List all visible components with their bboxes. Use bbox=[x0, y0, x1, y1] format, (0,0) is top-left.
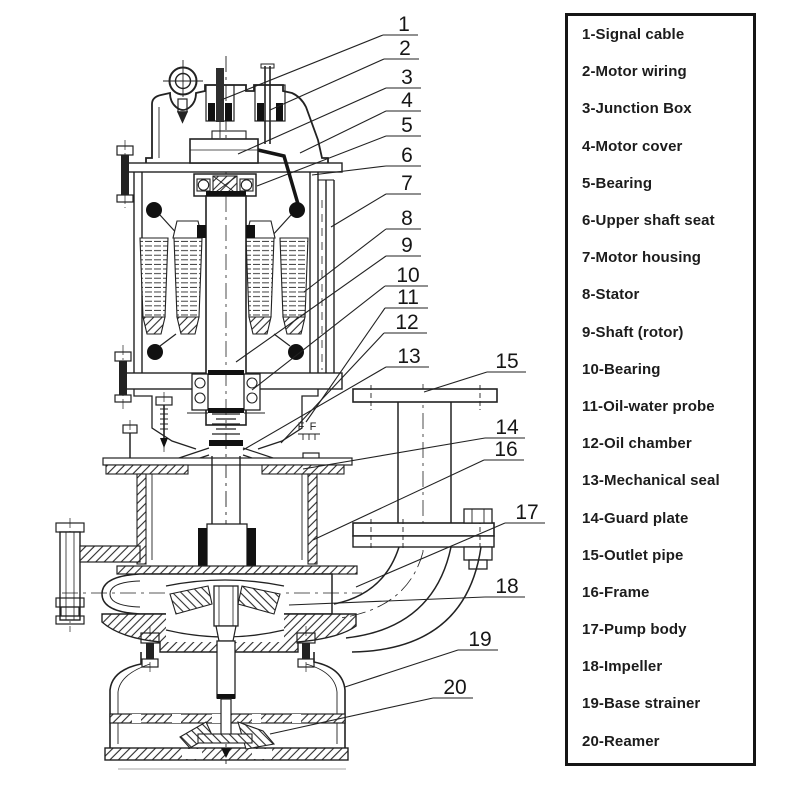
legend-item-label: 14-Guard plate bbox=[582, 509, 689, 527]
legend-item-label: 6-Upper shaft seat bbox=[582, 212, 715, 230]
callout-label-19: 19 bbox=[468, 628, 491, 651]
legend-item-label: 4-Motor cover bbox=[582, 137, 683, 155]
outlet-pipe bbox=[352, 384, 498, 570]
callout-labels: 1 2 3 4 5 6 7 8 9 10 11 12 13 15 14 16 1… bbox=[298, 13, 539, 699]
callout-label-8: 8 bbox=[401, 207, 413, 230]
legend-item-10: 10-Bearing bbox=[568, 351, 753, 388]
callout-label-14: 14 bbox=[495, 416, 519, 439]
callout-leaders bbox=[220, 34, 545, 735]
legend-item-11: 11-Oil-water probe bbox=[568, 388, 753, 425]
legend-item-20: 20-Reamer bbox=[568, 723, 753, 760]
legend-item-label: 12-Oil chamber bbox=[582, 435, 692, 453]
callout-label-6: 6 bbox=[401, 144, 413, 167]
callout-label-17: 17 bbox=[515, 501, 538, 524]
legend-item-label: 18-Impeller bbox=[582, 658, 663, 676]
legend-item-label: 8-Stator bbox=[582, 286, 640, 304]
stator bbox=[139, 202, 309, 360]
legend-item-label: 7-Motor housing bbox=[582, 249, 701, 267]
oil-chamber bbox=[133, 389, 319, 452]
tie-rod-bolt-lower bbox=[114, 345, 132, 410]
callout-label-15: 15 bbox=[495, 350, 518, 373]
legend-item-label: 2-Motor wiring bbox=[582, 63, 687, 81]
callout-label-13: 13 bbox=[397, 345, 420, 368]
legend-item-8: 8-Stator bbox=[568, 276, 753, 313]
callout-label-9: 9 bbox=[401, 234, 413, 257]
lifting-eye bbox=[163, 60, 203, 124]
legend-item-9: 9-Shaft (rotor) bbox=[568, 314, 753, 351]
legend-item-3: 3-Junction Box bbox=[568, 90, 753, 127]
legend-item-label: 9-Shaft (rotor) bbox=[582, 323, 684, 341]
shaft-rotor bbox=[197, 191, 255, 426]
legend-item-label: 11-Oil-water probe bbox=[582, 397, 715, 415]
legend-item-18: 18-Impeller bbox=[568, 648, 753, 685]
legend-item-16: 16-Frame bbox=[568, 574, 753, 611]
legend-item-label: 15-Outlet pipe bbox=[582, 546, 684, 564]
callout-label-20: 20 bbox=[443, 676, 466, 699]
legend-item-14: 14-Guard plate bbox=[568, 499, 753, 536]
callout-label-10: 10 bbox=[396, 264, 419, 287]
callout-label-2: 2 bbox=[399, 37, 411, 60]
legend-item-label: 20-Reamer bbox=[582, 732, 660, 750]
frame bbox=[131, 473, 323, 565]
motor-wiring bbox=[254, 63, 300, 205]
lower-bearing bbox=[187, 370, 265, 414]
callout-label-16: 16 bbox=[494, 438, 517, 461]
legend-item-4: 4-Motor cover bbox=[568, 128, 753, 165]
callout-label-18: 18 bbox=[495, 575, 518, 598]
impeller bbox=[165, 576, 285, 642]
tie-rod-bolt-upper bbox=[116, 140, 134, 208]
legend-item-label: 1-Signal cable bbox=[582, 26, 685, 44]
legend-item-19: 19-Base strainer bbox=[568, 685, 753, 722]
legend-item-label: 5-Bearing bbox=[582, 174, 653, 192]
legend-item-label: 3-Junction Box bbox=[582, 100, 692, 118]
junction-box bbox=[189, 130, 259, 164]
discharge-elbow bbox=[333, 546, 482, 653]
callout-label-4: 4 bbox=[401, 89, 413, 112]
callout-label-5: 5 bbox=[401, 114, 413, 137]
legend-item-1: 1-Signal cable bbox=[568, 16, 753, 53]
legend-item-label: 10-Bearing bbox=[582, 360, 661, 378]
callout-label-12: 12 bbox=[395, 311, 418, 334]
probe-mark-f1: F bbox=[298, 421, 305, 433]
legend-item-label: 16-Frame bbox=[582, 583, 650, 601]
guard-plate bbox=[102, 420, 353, 475]
legend-item-7: 7-Motor housing bbox=[568, 239, 753, 276]
legend-item-12: 12-Oil chamber bbox=[568, 425, 753, 462]
parts-legend: 1-Signal cable 2-Motor wiring 3-Junction… bbox=[565, 13, 756, 766]
legend-item-17: 17-Pump body bbox=[568, 611, 753, 648]
legend-item-label: 13-Mechanical seal bbox=[582, 472, 720, 490]
callout-label-3: 3 bbox=[401, 66, 413, 89]
legend-item-15: 15-Outlet pipe bbox=[568, 537, 753, 574]
legend-item-13: 13-Mechanical seal bbox=[568, 462, 753, 499]
legend-item-2: 2-Motor wiring bbox=[568, 53, 753, 90]
oil-water-probe bbox=[298, 433, 320, 440]
legend-item-6: 6-Upper shaft seat bbox=[568, 202, 753, 239]
callout-label-11: 11 bbox=[397, 286, 419, 309]
callout-label-1: 1 bbox=[398, 13, 410, 36]
callout-label-7: 7 bbox=[401, 172, 413, 195]
legend-item-5: 5-Bearing bbox=[568, 165, 753, 202]
left-bracket bbox=[55, 518, 141, 632]
signal-cable bbox=[205, 68, 235, 138]
reamer bbox=[179, 640, 276, 758]
legend-item-label: 17-Pump body bbox=[582, 621, 687, 639]
probe-mark-f2: F bbox=[310, 421, 317, 433]
legend-item-label: 19-Base strainer bbox=[582, 695, 701, 713]
